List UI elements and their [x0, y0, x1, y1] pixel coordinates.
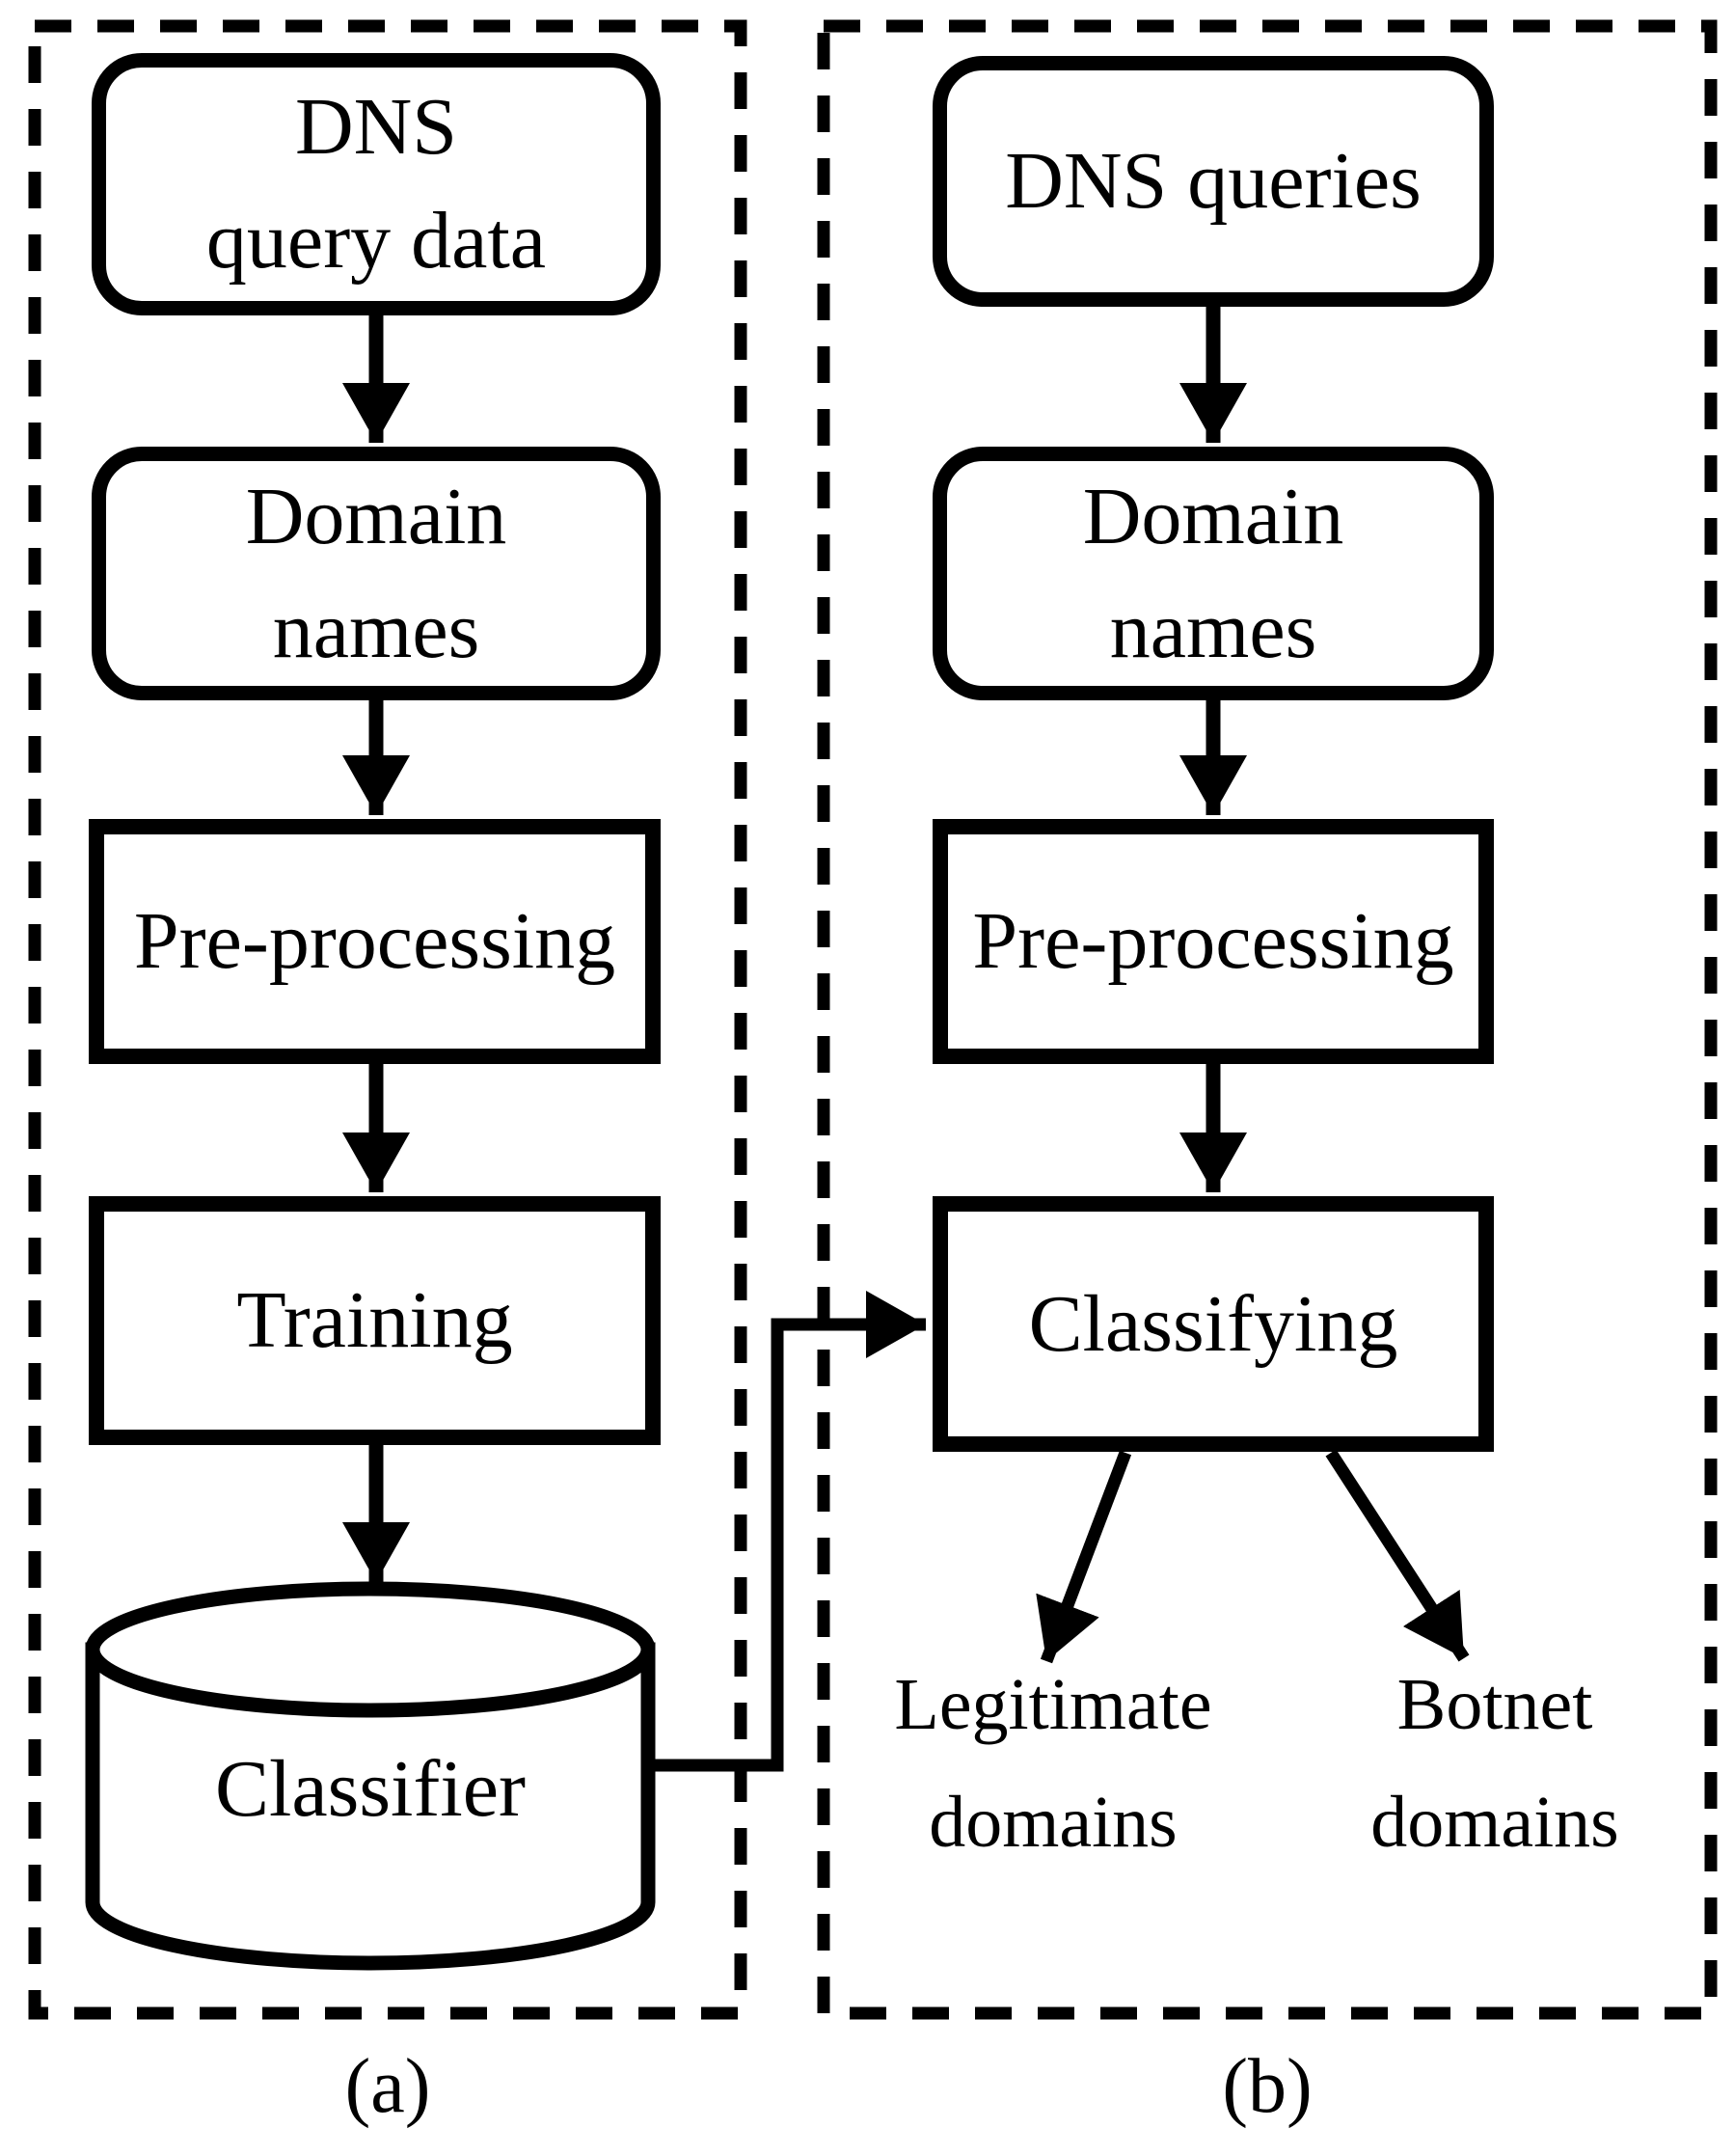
node-training: Training [89, 1196, 661, 1445]
node-classifying-label: Classifying [1028, 1278, 1398, 1369]
node-pre-processing-a: Pre-processing [89, 819, 661, 1064]
arrow-classifying-to-legitimate [1036, 1450, 1132, 1664]
node-domain-names-b-label: Domain names [1082, 471, 1344, 675]
node-classifier-label: Classifier [215, 1744, 526, 1834]
panel-b-border [817, 19, 1718, 2020]
node-dns-query-data-label: DNS query data [205, 82, 547, 286]
panel-a-caption: (a) [344, 2043, 431, 2129]
output-legitimate-domains: Legitimate domains [894, 1664, 1212, 1863]
arrow-classifying-to-botnet [1325, 1449, 1470, 1662]
node-domain-names-a-label: Domain names [245, 471, 507, 675]
node-domain-names-b: Domain names [933, 447, 1494, 700]
node-domain-names-a: Domain names [92, 447, 661, 700]
output-botnet-domains: Botnet domains [1370, 1664, 1619, 1863]
node-dns-query-data: DNS query data [92, 53, 661, 315]
node-dns-queries-label: DNS queries [1005, 136, 1422, 226]
node-classifier-label-holder: Classifier [93, 1655, 648, 1924]
node-dns-queries: DNS queries [933, 56, 1494, 307]
node-pre-processing-b-label: Pre-processing [972, 896, 1454, 986]
classifier-cylinder-body [85, 1642, 656, 1971]
node-classifying: Classifying [933, 1196, 1494, 1452]
panel-b-caption: (b) [1222, 2043, 1313, 2129]
node-pre-processing-a-label: Pre-processing [133, 896, 616, 986]
panel-a-border [28, 19, 747, 2020]
connector-classifier-to-classifying [648, 1291, 926, 1772]
node-training-label: Training [236, 1275, 513, 1365]
classifier-cylinder-top [85, 1581, 656, 1718]
node-pre-processing-b: Pre-processing [933, 819, 1494, 1064]
